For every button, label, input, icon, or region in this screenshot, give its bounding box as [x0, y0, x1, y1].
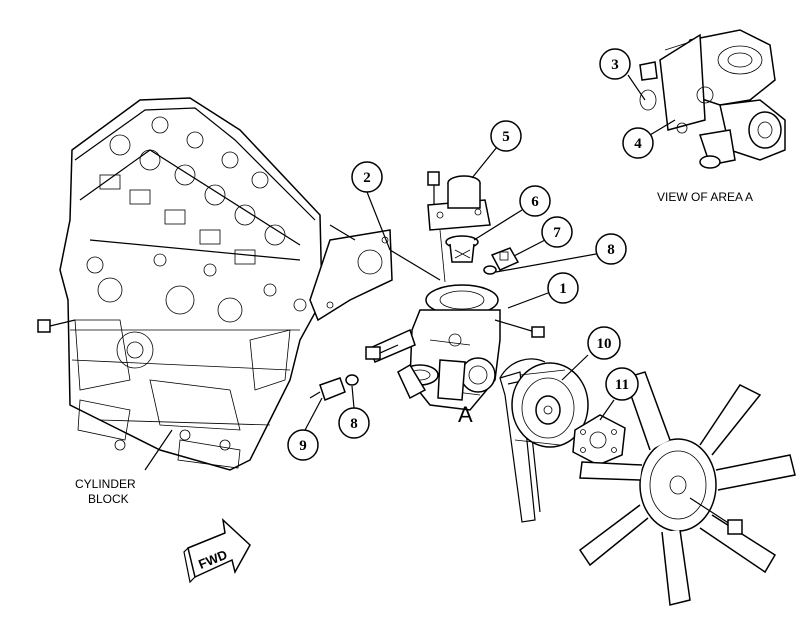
view-of-area-label: VIEW OF AREA A [657, 190, 753, 204]
callout-1: 1 [547, 272, 579, 304]
cylinder-block-label-2: BLOCK [88, 492, 129, 506]
area-a-marker: A [458, 402, 473, 427]
fan-spacer [572, 414, 626, 466]
washer-lower [345, 374, 359, 386]
callout-6: 6 [519, 185, 551, 217]
water-pump-housing [397, 284, 501, 411]
svg-text:1: 1 [559, 281, 567, 297]
washer-upper [483, 265, 497, 275]
cylinder-block [37, 97, 323, 471]
callout-2: 2 [351, 161, 383, 193]
svg-text:9: 9 [299, 438, 307, 454]
callout-5: 5 [490, 120, 522, 152]
svg-text:4: 4 [634, 136, 642, 152]
callout-11: 11 [605, 367, 639, 401]
fwd-arrow: FWD [183, 517, 251, 584]
svg-text:3: 3 [611, 57, 619, 73]
callout-8-lower: 8 [338, 407, 370, 439]
callout-4: 4 [622, 127, 654, 159]
callout-9: 9 [287, 429, 319, 461]
cylinder-block-label: CYLINDER [75, 477, 136, 491]
svg-text:8: 8 [607, 242, 615, 258]
block-bolt [37, 319, 76, 333]
fitting [365, 344, 399, 360]
leader-lines [303, 74, 676, 433]
thermostat-cover [427, 171, 491, 231]
temperature-sensor [490, 247, 520, 271]
callout-10: 10 [587, 326, 621, 360]
gasket [309, 229, 393, 322]
svg-text:6: 6 [531, 194, 539, 210]
pulley [511, 362, 589, 448]
cooling-fan [578, 371, 796, 606]
callout-8-upper: 8 [595, 233, 627, 265]
switch [309, 377, 346, 401]
svg-text:10: 10 [597, 336, 612, 352]
housing-bolt [494, 319, 545, 338]
area-a-inset [639, 29, 786, 169]
svg-text:8: 8 [350, 416, 358, 432]
svg-text:7: 7 [553, 225, 561, 241]
svg-text:5: 5 [502, 129, 510, 145]
svg-text:11: 11 [615, 377, 629, 393]
thermostat [445, 235, 479, 263]
callout-3: 3 [599, 48, 631, 80]
callout-7: 7 [541, 216, 573, 248]
svg-text:2: 2 [363, 170, 371, 186]
